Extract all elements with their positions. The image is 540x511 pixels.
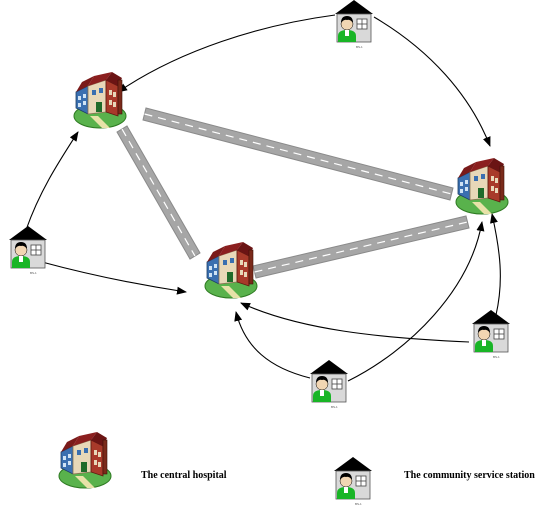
hospital-building-icon <box>455 157 509 215</box>
hospital-right <box>455 157 509 215</box>
road-top-left-to-right <box>142 107 454 201</box>
legend-station-label: The community service station <box>404 470 535 481</box>
arrow-station-left-to-hospital-top-left <box>25 131 79 231</box>
community-station-icon <box>8 225 48 276</box>
hospital-building-icon <box>204 241 258 299</box>
road-top-left-to-center <box>116 125 201 260</box>
community-station-icon <box>333 456 373 507</box>
legend-station-icon <box>333 456 373 507</box>
hospital-top-left <box>73 71 127 129</box>
hospital-center <box>204 241 258 299</box>
station-left <box>8 225 48 276</box>
arrow-station-top-to-hospital-right <box>373 16 491 147</box>
station-bottom-right <box>471 309 511 360</box>
arrow-station-bottom-right-to-hospital-center <box>240 302 470 343</box>
road-center-to-right <box>252 215 470 279</box>
station-top <box>334 0 374 50</box>
community-station-icon <box>309 359 349 410</box>
community-station-icon <box>334 0 374 50</box>
arrow-station-bottom-center-to-hospital-center <box>234 311 311 379</box>
station-bottom-center <box>309 359 349 410</box>
community-station-icon <box>471 309 511 360</box>
legend-hospital-label: The central hospital <box>141 470 227 481</box>
arrow-station-bottom-center-to-hospital-right <box>347 221 485 382</box>
hospital-building-icon <box>73 71 127 129</box>
arrow-station-bottom-right-to-hospital-right <box>490 213 501 316</box>
arrow-station-left-to-hospital-center <box>41 261 187 295</box>
legend-hospital-icon <box>58 431 112 489</box>
hospital-building-icon <box>58 431 112 489</box>
arrow-station-top-to-hospital-top-left <box>117 14 336 93</box>
link-arrows <box>25 14 501 382</box>
